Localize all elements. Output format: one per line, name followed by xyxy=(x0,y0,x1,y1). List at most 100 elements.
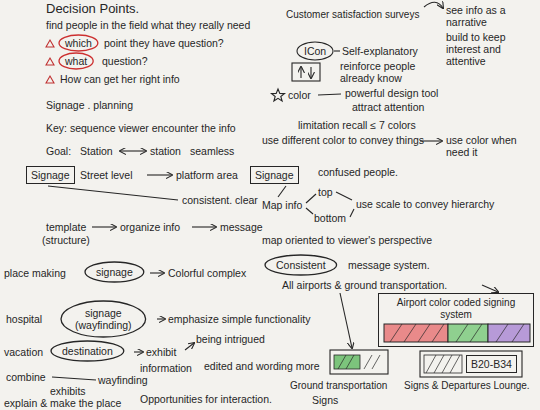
note-text: information xyxy=(140,362,192,374)
node-text: which xyxy=(65,37,92,49)
hatching xyxy=(338,355,380,369)
note-text: attract attention xyxy=(352,101,424,113)
note-text: Ground transportation xyxy=(290,380,387,392)
leader-line xyxy=(306,208,313,214)
arrow xyxy=(147,174,172,175)
note-text: Station xyxy=(80,145,113,157)
sign-outline xyxy=(330,350,388,374)
icon-arrow xyxy=(300,67,301,78)
hatch-block xyxy=(424,355,462,373)
node-text: Signage xyxy=(255,169,294,181)
leader-line xyxy=(48,186,178,200)
node-text: Consistent xyxy=(276,259,326,271)
oval-outline xyxy=(51,341,124,361)
note-text: Key: sequence viewer encounter the info xyxy=(46,122,236,134)
leader-line xyxy=(350,209,354,217)
note-text: use color when need it xyxy=(446,134,536,158)
box-node: Signage xyxy=(26,166,75,184)
circle-mark xyxy=(297,42,333,60)
arrow xyxy=(150,272,164,273)
bullet-triangle xyxy=(46,58,54,65)
box-node: B20-B34 xyxy=(466,355,517,373)
node-text: what xyxy=(65,55,87,67)
note-text: Colorful complex xyxy=(168,267,246,279)
arrow xyxy=(92,226,116,227)
bullet-triangle xyxy=(46,40,54,47)
arrow xyxy=(157,318,165,319)
note-text: use different color to convey things xyxy=(262,134,427,146)
note-text: Customer satisfaction surveys xyxy=(286,9,419,21)
oval-node: which xyxy=(58,34,99,52)
leader-line xyxy=(278,186,286,197)
note-text: Self-explanatory xyxy=(342,45,418,57)
note-text: organize info xyxy=(120,221,180,233)
leader-line xyxy=(52,377,96,380)
node-text: (wayfinding) xyxy=(75,319,132,331)
color-strip xyxy=(488,324,530,342)
note-text: Map info xyxy=(262,199,302,211)
note-text: find people in the field what they reall… xyxy=(46,19,250,31)
note-text: template xyxy=(46,221,86,233)
oval-outline xyxy=(85,262,144,282)
note-text: limitation recall ≤ 7 colors xyxy=(298,119,416,131)
page-title: Decision Points. xyxy=(46,1,139,16)
note-text: consistent. clear xyxy=(182,194,258,206)
note-text: map oriented to viewer's perspective xyxy=(262,234,432,246)
note-text: Signs xyxy=(312,394,338,406)
arrow xyxy=(482,285,498,292)
hatching xyxy=(390,324,524,342)
icon-arrow xyxy=(310,67,311,78)
note-text: (structure) xyxy=(42,234,90,246)
note-text: Signs & Departures Lounge. xyxy=(404,380,530,392)
note-text: color xyxy=(288,89,311,101)
note-text: powerful design tool xyxy=(345,87,438,99)
note-text: Signage . planning xyxy=(46,99,133,111)
note-text: top xyxy=(318,186,333,198)
sign-outline xyxy=(420,351,522,377)
note-text: All airports & ground transportation. xyxy=(282,279,447,291)
node-text: signage xyxy=(75,307,132,319)
note-text: build to keep interest and attentive xyxy=(446,31,538,67)
leader-line xyxy=(306,194,316,203)
leader-line xyxy=(336,192,352,200)
box-node: Airport color coded signing system xyxy=(378,293,534,347)
note-text: exhibit xyxy=(146,346,176,358)
ink-strokes xyxy=(46,2,498,380)
note-text: use scale to convey hierarchy xyxy=(356,198,494,210)
note-text: seamless xyxy=(190,145,234,157)
hatching xyxy=(426,355,460,373)
note-text: platform area xyxy=(176,169,238,181)
note-text: place making xyxy=(4,267,66,279)
arrow xyxy=(185,343,194,350)
oval-outline xyxy=(59,53,93,69)
note-text: exhibits xyxy=(50,385,86,397)
oval-node: Consistent xyxy=(264,254,338,276)
note-text: point they have question? xyxy=(104,37,224,49)
icon-sketch xyxy=(292,63,320,81)
oval-node: signage xyxy=(84,261,145,283)
dash xyxy=(334,50,340,51)
note-text: combine xyxy=(6,371,46,383)
note-text: explain & make the place xyxy=(4,397,121,409)
ground-sign-sketch xyxy=(330,350,388,374)
note-text: wayfinding xyxy=(98,374,148,386)
arrow xyxy=(134,351,143,352)
dash xyxy=(318,94,341,95)
node-text: signage xyxy=(96,266,133,278)
note-text: being intrigued xyxy=(196,333,265,345)
note-text: reinforce people already know xyxy=(340,60,440,84)
note-text: Street level xyxy=(80,169,133,181)
oval-node: what xyxy=(58,52,94,70)
double-arrow xyxy=(120,150,146,151)
airport-sign-sketch xyxy=(384,324,530,342)
note-text: message xyxy=(220,221,263,233)
note-text: question? xyxy=(102,55,148,67)
note-text: hospital xyxy=(6,313,42,325)
node-text: Airport color coded signing system xyxy=(383,297,529,321)
node-text: B20-B34 xyxy=(471,358,512,370)
note-text: confused people. xyxy=(318,166,398,178)
gate-sign-sketch xyxy=(420,351,522,377)
bullet-triangle xyxy=(46,76,54,83)
note-text: How can get her right info xyxy=(60,73,180,85)
